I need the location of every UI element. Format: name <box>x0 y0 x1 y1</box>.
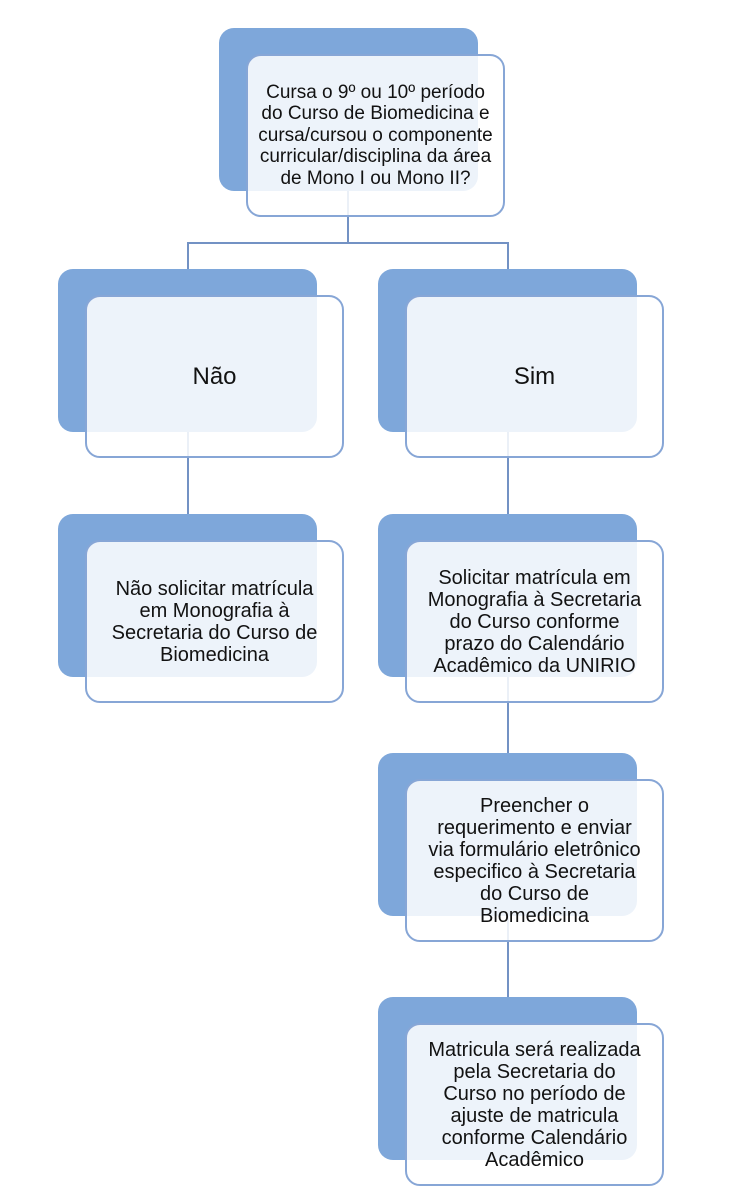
node-label: Não <box>192 362 237 390</box>
node-label-box: Solicitar matrícula em Monografia à Secr… <box>405 540 664 703</box>
node-label: Cursa o 9º ou 10º período do Curso de Bi… <box>258 81 493 189</box>
flow-node-answer-yes: Sim <box>378 269 664 458</box>
connector-step2-to-step3 <box>507 900 509 1003</box>
node-label: Solicitar matrícula em Monografia à Secr… <box>427 566 642 677</box>
connector-step1-to-step2 <box>507 660 509 760</box>
flow-node-answer-no: Não <box>58 269 344 458</box>
node-label: Sim <box>513 362 556 390</box>
node-label: Matricula será realizada pela Secretaria… <box>428 1038 641 1171</box>
node-label-box: Preencher o requerimento e enviar via fo… <box>405 779 664 942</box>
node-label-box: Matricula será realizada pela Secretaria… <box>405 1023 664 1186</box>
flow-node-yes-step3: Matricula será realizada pela Secretaria… <box>378 997 664 1186</box>
node-label: Não solicitar matrícula em Monografia à … <box>111 577 318 666</box>
node-label-box: Sim <box>405 295 664 458</box>
flow-node-no-action: Não solicitar matrícula em Monografia à … <box>58 514 344 703</box>
connector-yes-to-step1 <box>507 420 509 520</box>
connector-branch-bar <box>187 242 509 244</box>
node-label: Preencher o requerimento e enviar via fo… <box>428 794 641 927</box>
flow-node-yes-step1: Solicitar matrícula em Monografia à Secr… <box>378 514 664 703</box>
connector-no-to-action <box>187 420 189 520</box>
connector-branch-right <box>507 242 509 272</box>
flow-node-start-question: Cursa o 9º ou 10º período do Curso de Bi… <box>219 28 505 217</box>
node-label-box: Cursa o 9º ou 10º período do Curso de Bi… <box>246 54 505 217</box>
node-label-box: Não <box>85 295 344 458</box>
node-label-box: Não solicitar matrícula em Monografia à … <box>85 540 344 703</box>
connector-branch-left <box>187 242 189 272</box>
flow-node-yes-step2: Preencher o requerimento e enviar via fo… <box>378 753 664 942</box>
